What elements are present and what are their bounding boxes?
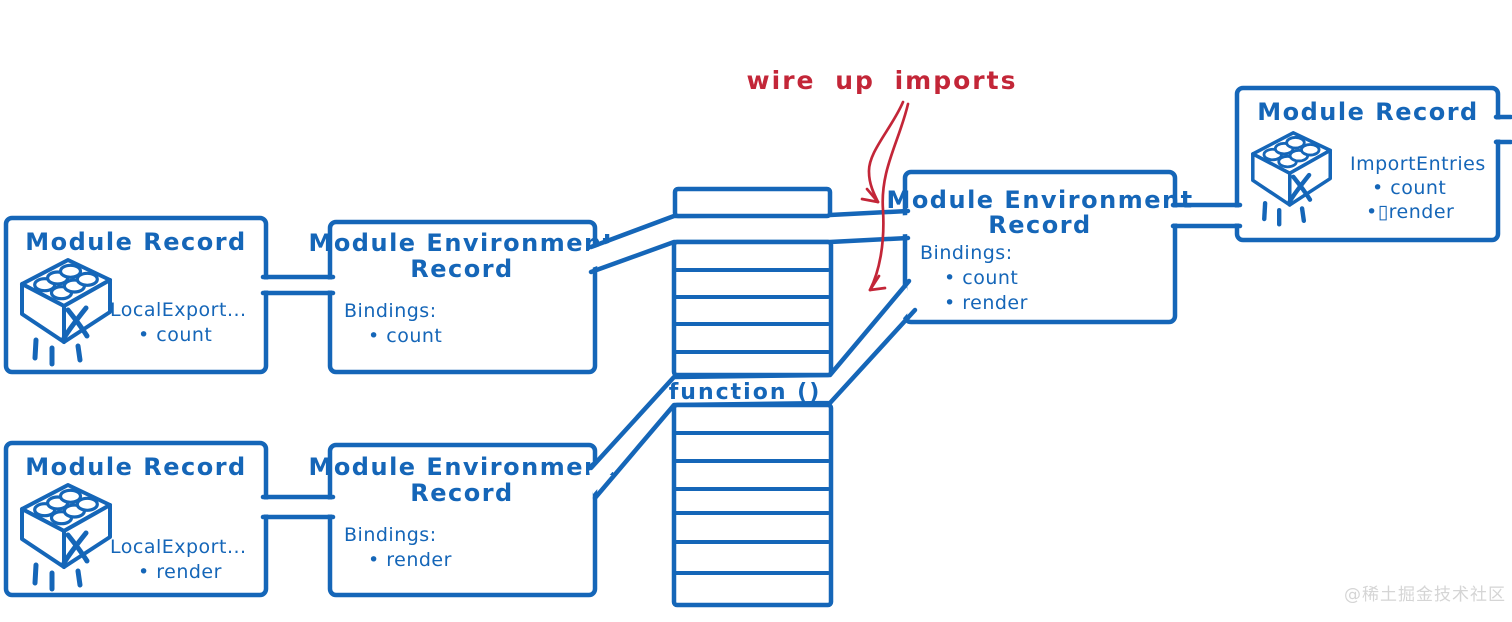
binding-item: • count [944,267,1018,289]
annotation-arrow-upper [867,100,905,204]
annotation-label: wire up imports [747,66,1018,95]
local-export-item: • count [138,324,212,346]
box-bottom-left-module-record: Module Record LocalExport... • render [3,440,269,598]
connector-top-left-pair [260,274,336,296]
watermark-text: @稀土掘金技术社区 [1344,585,1506,605]
box-title-line2: Record [410,479,514,507]
bindings-label: Bindings: [344,300,437,322]
stack-top-cell [672,186,833,219]
box-title-line2: Record [988,211,1092,239]
box-top-right-module-record: Module Record ImportEntries • count •▯re… [1234,85,1501,243]
stack-upper-block [671,239,834,378]
binding-item: • render [368,549,452,571]
binding-item: • count [368,325,442,347]
connector-right-pair [1170,202,1243,229]
import-item: •▯render [1366,201,1454,223]
stack-lower-block [671,402,834,608]
connector-right-edge-tab [1493,114,1512,145]
local-export-item: • render [138,561,222,583]
box-title-line1: Module Environment [886,186,1193,214]
binding-item: • render [944,292,1028,314]
local-export-label: LocalExport... [110,536,247,558]
box-title: Module Record [25,453,246,481]
import-entries-label: ImportEntries [1350,153,1486,175]
annotation-arrow-lower [868,102,910,292]
box-title-line2: Record [410,255,514,283]
memory-stack: function () [669,186,834,608]
box-title-line1: Module Environment [308,453,615,481]
box-top-left-module-record: Module Record LocalExport... • count [3,215,269,375]
box-top-module-environment-record: Module Environment Record Bindings: • co… [308,219,615,375]
function-label: function () [669,380,822,405]
annotation-arrowhead-upper [860,187,880,204]
box-bottom-module-environment-record: Module Environment Record Bindings: • re… [308,442,615,598]
bindings-label: Bindings: [920,242,1013,264]
annotation-arrowhead-lower [868,274,887,292]
local-export-label: LocalExport... [110,299,247,321]
connector-bottom-left-pair [260,494,336,520]
box-title: Module Record [25,228,246,256]
import-item: • count [1372,177,1446,199]
box-title: Module Record [1257,98,1478,126]
wire-up-imports-annotation: wire up imports [747,66,1018,292]
box-title-line1: Module Environment [308,229,615,257]
box-main-module-environment-record: Module Environment Record Bindings: • co… [886,169,1193,325]
bindings-label: Bindings: [344,524,437,546]
